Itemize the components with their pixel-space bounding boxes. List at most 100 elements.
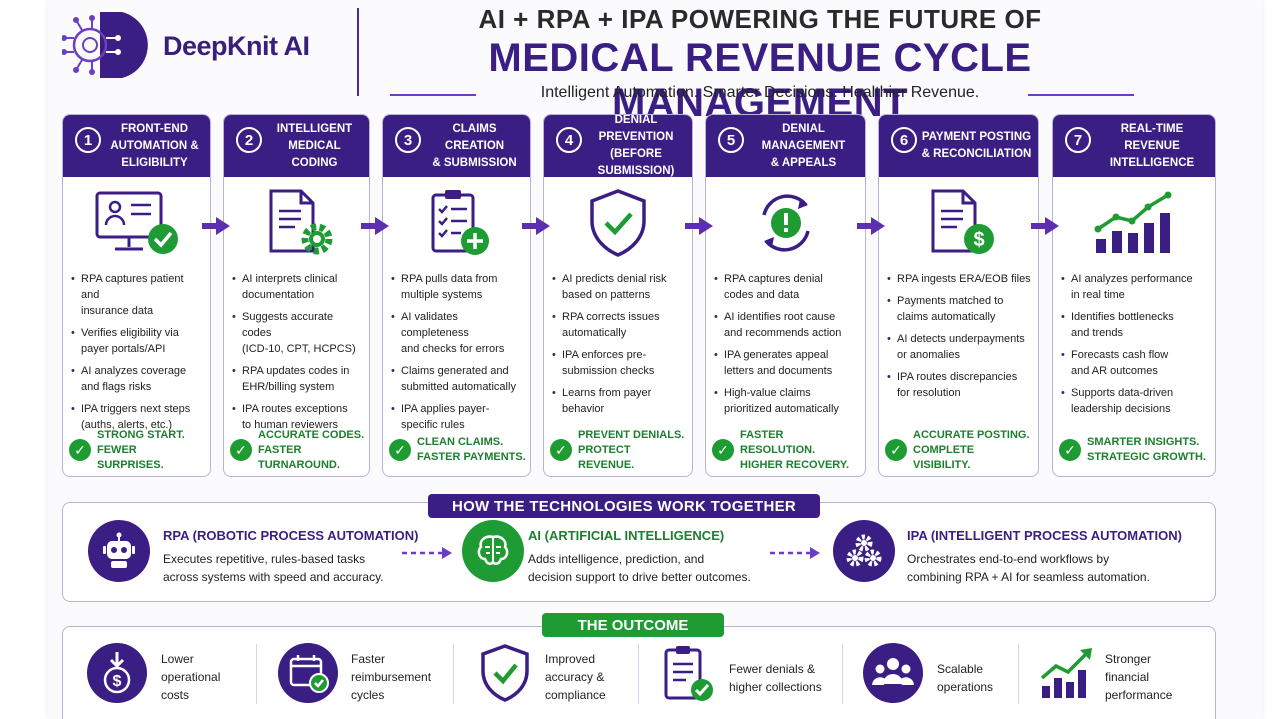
clipboard-plus-icon [431,190,489,255]
check-icon: ✓ [1059,439,1081,461]
svg-text:$: $ [973,229,984,251]
list-item: IPA generates appeal letters and documen… [714,347,859,379]
outcome-divider [1018,644,1019,704]
document-gear-icon [269,189,332,255]
dashed-arrow-icon [402,547,452,559]
step-title: DENIAL MANAGEMENT & APPEALS [761,122,846,169]
step-header: 3 CLAIMS CREATION & SUBMISSION [383,115,530,177]
tagline: Intelligent Automation. Smarter Decision… [540,84,980,101]
outcome-text: Faster reimbursement cycles [351,652,432,702]
monitor-check-icon [95,191,178,254]
check-icon: ✓ [230,439,252,461]
step-card-1: 1 FRONT-END AUTOMATION & ELIGIBILITY RPA… [62,114,211,477]
list-item: IPA enforces pre- submission checks [552,347,686,379]
outcome-title: THE OUTCOME [542,613,724,637]
calendar-check-icon [277,642,339,704]
outcome-divider [453,644,454,704]
step-card-6: 6 PAYMENT POSTING & RECONCILIATION $ RPA… [878,114,1039,477]
step-card-7: 7 REAL-TIME REVENUE INTELLIGENCE AI anal… [1052,114,1216,477]
step-header: 5 DENIAL MANAGEMENT & APPEALS [706,115,865,177]
arrow-right-icon [857,217,885,235]
step-bullets: RPA captures denial codes and data AI id… [714,271,859,423]
step-card-3: 3 CLAIMS CREATION & SUBMISSION RPA pulls… [382,114,531,477]
step-header: 4 DENIAL PREVENTION (BEFORE SUBMISSION) [544,115,692,177]
list-item: RPA updates codes in EHR/billing system [232,363,363,395]
tagline-rule-left [390,94,476,96]
step-number: 1 [75,127,101,153]
outcome-divider [638,644,639,704]
step-card-2: 2 INTELLIGENT MEDICAL CODING AI interpre… [223,114,370,477]
list-item: IPA triggers next steps (auths, alerts, … [71,401,204,433]
shield-check-icon [474,642,536,704]
step-header: 2 INTELLIGENT MEDICAL CODING [224,115,369,177]
list-item: Learns from payer behavior [552,385,686,417]
step-number: 7 [1065,127,1091,153]
step-bullets: AI interprets clinical documentation Sug… [232,271,363,439]
list-item: AI analyzes performance in real time [1061,271,1209,303]
title-line-2: MEDICAL REVENUE CYCLE MANAGEMENT [488,36,1032,125]
outcome-text: Scalable operations [937,662,994,694]
outcome-text: Improved accuracy & compliance [545,652,606,702]
tech-name-ipa: IPA (INTELLIGENT PROCESS AUTOMATION) [907,528,1182,543]
list-item: Suggests accurate codes (ICD-10, CPT, HC… [232,309,363,357]
tech-name-rpa: RPA (ROBOTIC PROCESS AUTOMATION) [163,528,419,543]
step-bullets: RPA pulls data from multiple systems AI … [391,271,524,439]
step-card-4: 4 DENIAL PREVENTION (BEFORE SUBMISSION) … [543,114,693,477]
step-card-5: 5 DENIAL MANAGEMENT & APPEALS RPA captur… [705,114,866,477]
step-bullets: RPA captures patient and insurance data … [71,271,204,439]
title-line-1: AI + RPA + IPA POWERING THE FUTURE OF [478,4,1042,34]
clipboard-check-icon [656,642,718,704]
step-footer: ✓ PREVENT DENIALS. PROTECT REVENUE. [550,429,688,471]
step-number: 3 [395,127,421,153]
cycle-alert-icon [761,194,810,252]
list-item: AI detects underpayments or anomalies [887,331,1032,363]
list-item: Identifies bottlenecks and trends [1061,309,1209,341]
tech-name-ai: AI (ARTIFICIAL INTELLIGENCE) [528,528,725,543]
step-bullets: AI analyzes performance in real time Ide… [1061,271,1209,423]
dashed-arrow-icon [770,547,820,559]
step-header: 7 REAL-TIME REVENUE INTELLIGENCE [1053,115,1215,177]
list-item: AI interprets clinical documentation [232,271,363,303]
gears-icon [833,520,895,582]
arrow-right-icon [522,217,550,235]
step-footer: ✓ SMARTER INSIGHTS. STRATEGIC GROWTH. [1059,433,1211,467]
outcome-text: Fewer denials & higher collections [729,662,822,694]
list-item: RPA ingests ERA/EOB files [887,271,1032,287]
technologies-panel [62,502,1216,602]
step-title: FRONT-END AUTOMATION & ELIGIBILITY [110,122,199,169]
step-footer: ✓ CLEAN CLAIMS. FASTER PAYMENTS. [389,433,526,467]
list-item: Claims generated and submitted automatic… [391,363,524,395]
step-number: 5 [718,127,744,153]
arrow-right-icon [361,217,389,235]
step-footer: ✓ FASTER RESOLUTION. HIGHER RECOVERY. [712,429,861,471]
list-item: RPA corrects issues automatically [552,309,686,341]
arrow-right-icon [202,217,230,235]
list-item: AI identifies root cause and recommends … [714,309,859,341]
technologies-title: HOW THE TECHNOLOGIES WORK TOGETHER [428,494,820,518]
growth-chart-icon [1036,642,1098,704]
step-number: 2 [236,127,262,153]
list-item: Payments matched to claims automatically [887,293,1032,325]
header-divider [357,8,359,96]
tagline-rule-right [1028,94,1134,96]
list-item: IPA routes exceptions to human reviewers [232,401,363,433]
check-icon: ✓ [389,439,411,461]
step-footer: ✓ ACCURATE CODES. FASTER TURNAROUND. [230,429,365,471]
step-header: 1 FRONT-END AUTOMATION & ELIGIBILITY [63,115,210,177]
tech-desc-rpa: Executes repetitive, rules-based tasks a… [163,552,384,584]
step-footer: ✓ ACCURATE POSTING. COMPLETE VISIBILITY. [885,429,1034,471]
robot-icon [88,520,150,582]
arrow-right-icon [685,217,713,235]
step-title: CLAIMS CREATION & SUBMISSION [432,122,517,169]
document-dollar-icon: $ [931,189,994,254]
deepknit-logo-icon [62,12,148,78]
step-bullets: AI predicts denial risk based on pattern… [552,271,686,423]
step-bullets: RPA ingests ERA/EOB files Payments match… [887,271,1032,407]
outcome-divider [256,644,257,704]
tech-desc-ipa: Orchestrates end-to-end workflows by com… [907,552,1150,584]
step-header: 6 PAYMENT POSTING & RECONCILIATION [879,115,1038,177]
step-number: 6 [891,127,917,153]
list-item: AI validates completeness and checks for… [391,309,524,357]
step-title: PAYMENT POSTING & RECONCILIATION [921,131,1032,160]
arrow-right-icon [1031,217,1059,235]
